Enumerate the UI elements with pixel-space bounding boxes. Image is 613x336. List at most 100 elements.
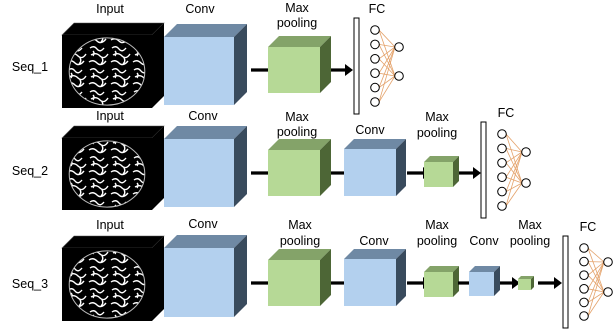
max-pooling-block xyxy=(268,36,331,93)
fc-label: FC xyxy=(580,220,597,234)
conv-block xyxy=(164,24,247,105)
input-label: Input xyxy=(96,2,124,16)
fc-layer xyxy=(354,18,403,114)
conv-block xyxy=(164,126,247,207)
right-arrow-icon xyxy=(459,167,481,179)
max-pooling-block-front xyxy=(268,150,320,196)
fc-flatten-bar xyxy=(563,236,568,328)
pooling-label: pooling xyxy=(417,126,457,140)
fc-node xyxy=(580,271,589,280)
pooling-label: pooling xyxy=(277,16,317,30)
pooling-label: pooling xyxy=(510,234,550,248)
fc-node xyxy=(580,312,589,321)
conv-block xyxy=(164,235,247,317)
max-pooling-block-top xyxy=(424,266,459,272)
conv-label: Conv xyxy=(188,217,218,231)
fc-node xyxy=(498,130,507,139)
fc-connection xyxy=(379,47,395,102)
fc-node xyxy=(371,69,380,78)
fc-node xyxy=(498,187,507,196)
max-pooling-block-top xyxy=(424,156,459,162)
brain-mri-slice-icon xyxy=(69,251,145,318)
input-volume xyxy=(62,126,164,210)
max-label: Max xyxy=(285,1,309,15)
fc-node xyxy=(371,40,380,49)
input-volume xyxy=(62,23,164,108)
conv-block-side xyxy=(234,235,247,317)
right-arrow-icon xyxy=(331,64,353,76)
max-label: Max xyxy=(288,218,312,232)
max-label: Max xyxy=(425,110,449,124)
max-pooling-block xyxy=(268,139,331,196)
input-volume-side xyxy=(152,23,164,108)
fc-output-node xyxy=(604,258,613,267)
input-volume-top xyxy=(62,236,164,248)
fc-node xyxy=(498,202,507,211)
input-volume-top xyxy=(62,126,164,138)
conv-block-side xyxy=(396,249,406,306)
conv-block-front xyxy=(164,139,234,207)
right-arrow-icon xyxy=(538,277,562,289)
conv-block-top xyxy=(164,235,247,248)
max-label: Max xyxy=(518,218,542,232)
sequence-label: Seq_3 xyxy=(12,277,48,291)
max-pooling-block-top xyxy=(268,249,331,260)
input-volume-side xyxy=(152,126,164,210)
fc-layer xyxy=(563,236,612,328)
max-label: Max xyxy=(285,110,309,124)
conv-block-front xyxy=(344,259,396,306)
max-pooling-block-front xyxy=(424,272,453,297)
pooling-label: pooling xyxy=(277,125,317,139)
conv-block-side xyxy=(234,126,247,207)
conv-label: Conv xyxy=(359,234,389,248)
conv-block-front xyxy=(469,272,494,296)
conv-block-top xyxy=(164,126,247,139)
fc-node xyxy=(371,98,380,107)
max-pooling-block-front xyxy=(268,47,320,93)
max-pooling-block-front xyxy=(518,279,531,290)
pooling-label: pooling xyxy=(417,234,457,248)
fc-label: FC xyxy=(369,2,386,16)
max-pooling-block xyxy=(424,266,459,297)
input-volume-top xyxy=(62,23,164,35)
max-pooling-block-top xyxy=(268,36,331,47)
arrow-head xyxy=(554,277,562,289)
fc-connection xyxy=(506,152,522,206)
fc-node xyxy=(371,26,380,35)
max-pooling-block xyxy=(268,249,331,306)
conv-block-top xyxy=(344,139,406,149)
conv-block-front xyxy=(164,37,234,105)
arrow-head xyxy=(345,64,353,76)
brain-mri-slice-icon xyxy=(69,141,145,207)
conv-label: Conv xyxy=(469,234,499,248)
fc-node xyxy=(498,173,507,182)
fc-output-node xyxy=(604,288,613,297)
conv-block-side xyxy=(234,24,247,105)
fc-node xyxy=(580,257,589,266)
conv-block-front xyxy=(344,149,396,196)
fc-output-node xyxy=(522,179,531,188)
fc-output-node xyxy=(395,72,404,81)
sequence-label: Seq_1 xyxy=(12,60,48,74)
max-pooling-block xyxy=(424,156,459,187)
brain-mri-slice-icon xyxy=(69,38,145,105)
conv-block-top xyxy=(164,24,247,37)
fc-label: FC xyxy=(498,106,515,120)
conv-block-front xyxy=(164,248,234,317)
fc-node xyxy=(371,55,380,64)
max-label: Max xyxy=(425,218,449,232)
input-label: Input xyxy=(96,109,124,123)
conv-block-side xyxy=(396,139,406,196)
right-arrow-icon xyxy=(500,277,520,289)
input-volume xyxy=(62,236,164,321)
fc-node xyxy=(580,298,589,307)
fc-node xyxy=(498,144,507,153)
conv-label: Conv xyxy=(188,109,218,123)
fc-output-node xyxy=(522,148,531,157)
fc-connection xyxy=(588,262,604,302)
